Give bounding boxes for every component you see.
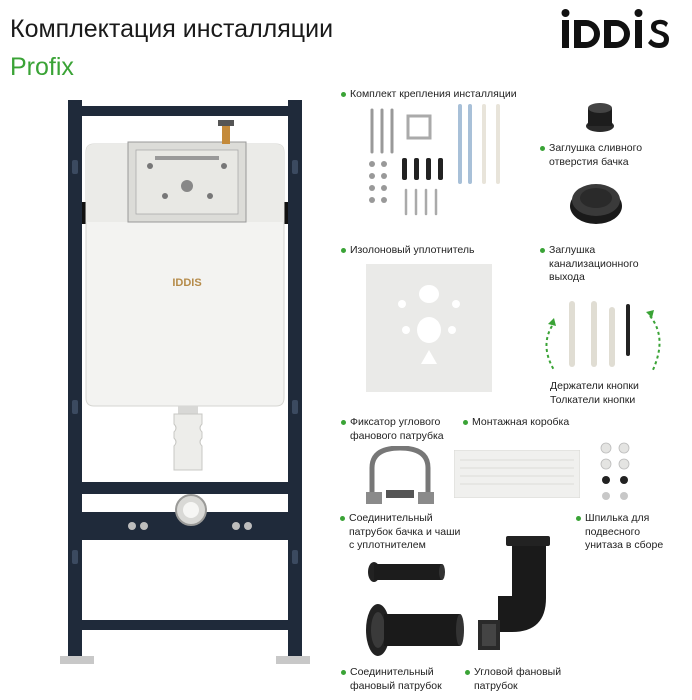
sewer-connector-illustration	[366, 604, 464, 656]
bullet-icon	[341, 420, 346, 425]
bullet-icon	[340, 516, 345, 521]
stud-kit-illustration	[600, 442, 630, 500]
tank-bowl-pipe-illustration	[368, 562, 445, 582]
label-isolon-seal: Изолоновый уплотнитель	[341, 244, 475, 258]
frame-top-bar	[68, 106, 302, 116]
bullet-icon	[463, 420, 468, 425]
bullet-icon	[341, 92, 346, 97]
page-subtitle: Profix	[10, 53, 74, 81]
isolon-seal-illustration	[366, 264, 492, 392]
brand-logo-mark	[561, 9, 669, 48]
bullet-icon	[540, 146, 545, 151]
mounting-kit-illustration	[369, 104, 500, 216]
bullet-icon	[576, 516, 581, 521]
elbow-clamp-illustration	[366, 446, 434, 504]
bullet-icon	[540, 248, 545, 253]
bullet-icon	[341, 670, 346, 675]
sewer-plug-illustration	[570, 184, 622, 224]
installation-frame-illustration: IDDIS	[60, 100, 310, 664]
brand-logo	[560, 8, 686, 62]
mount-box-illustration	[454, 450, 580, 498]
elbow-pipe-illustration	[478, 536, 550, 650]
label-mounting-kit: Комплект крепления инсталляции	[341, 88, 517, 102]
drain-plug-illustration	[586, 103, 614, 132]
bullet-icon	[465, 670, 470, 675]
button-holders-illustration	[545, 301, 661, 373]
frame-left-upright	[68, 100, 82, 658]
page-title: Комплектация инсталляции	[10, 15, 334, 43]
label-mount-box: Монтажная коробка	[463, 416, 569, 430]
cistern-logo: IDDIS	[172, 277, 201, 289]
bullet-icon	[341, 248, 346, 253]
flush-pipe	[173, 413, 203, 471]
frame-right-upright	[288, 100, 302, 658]
